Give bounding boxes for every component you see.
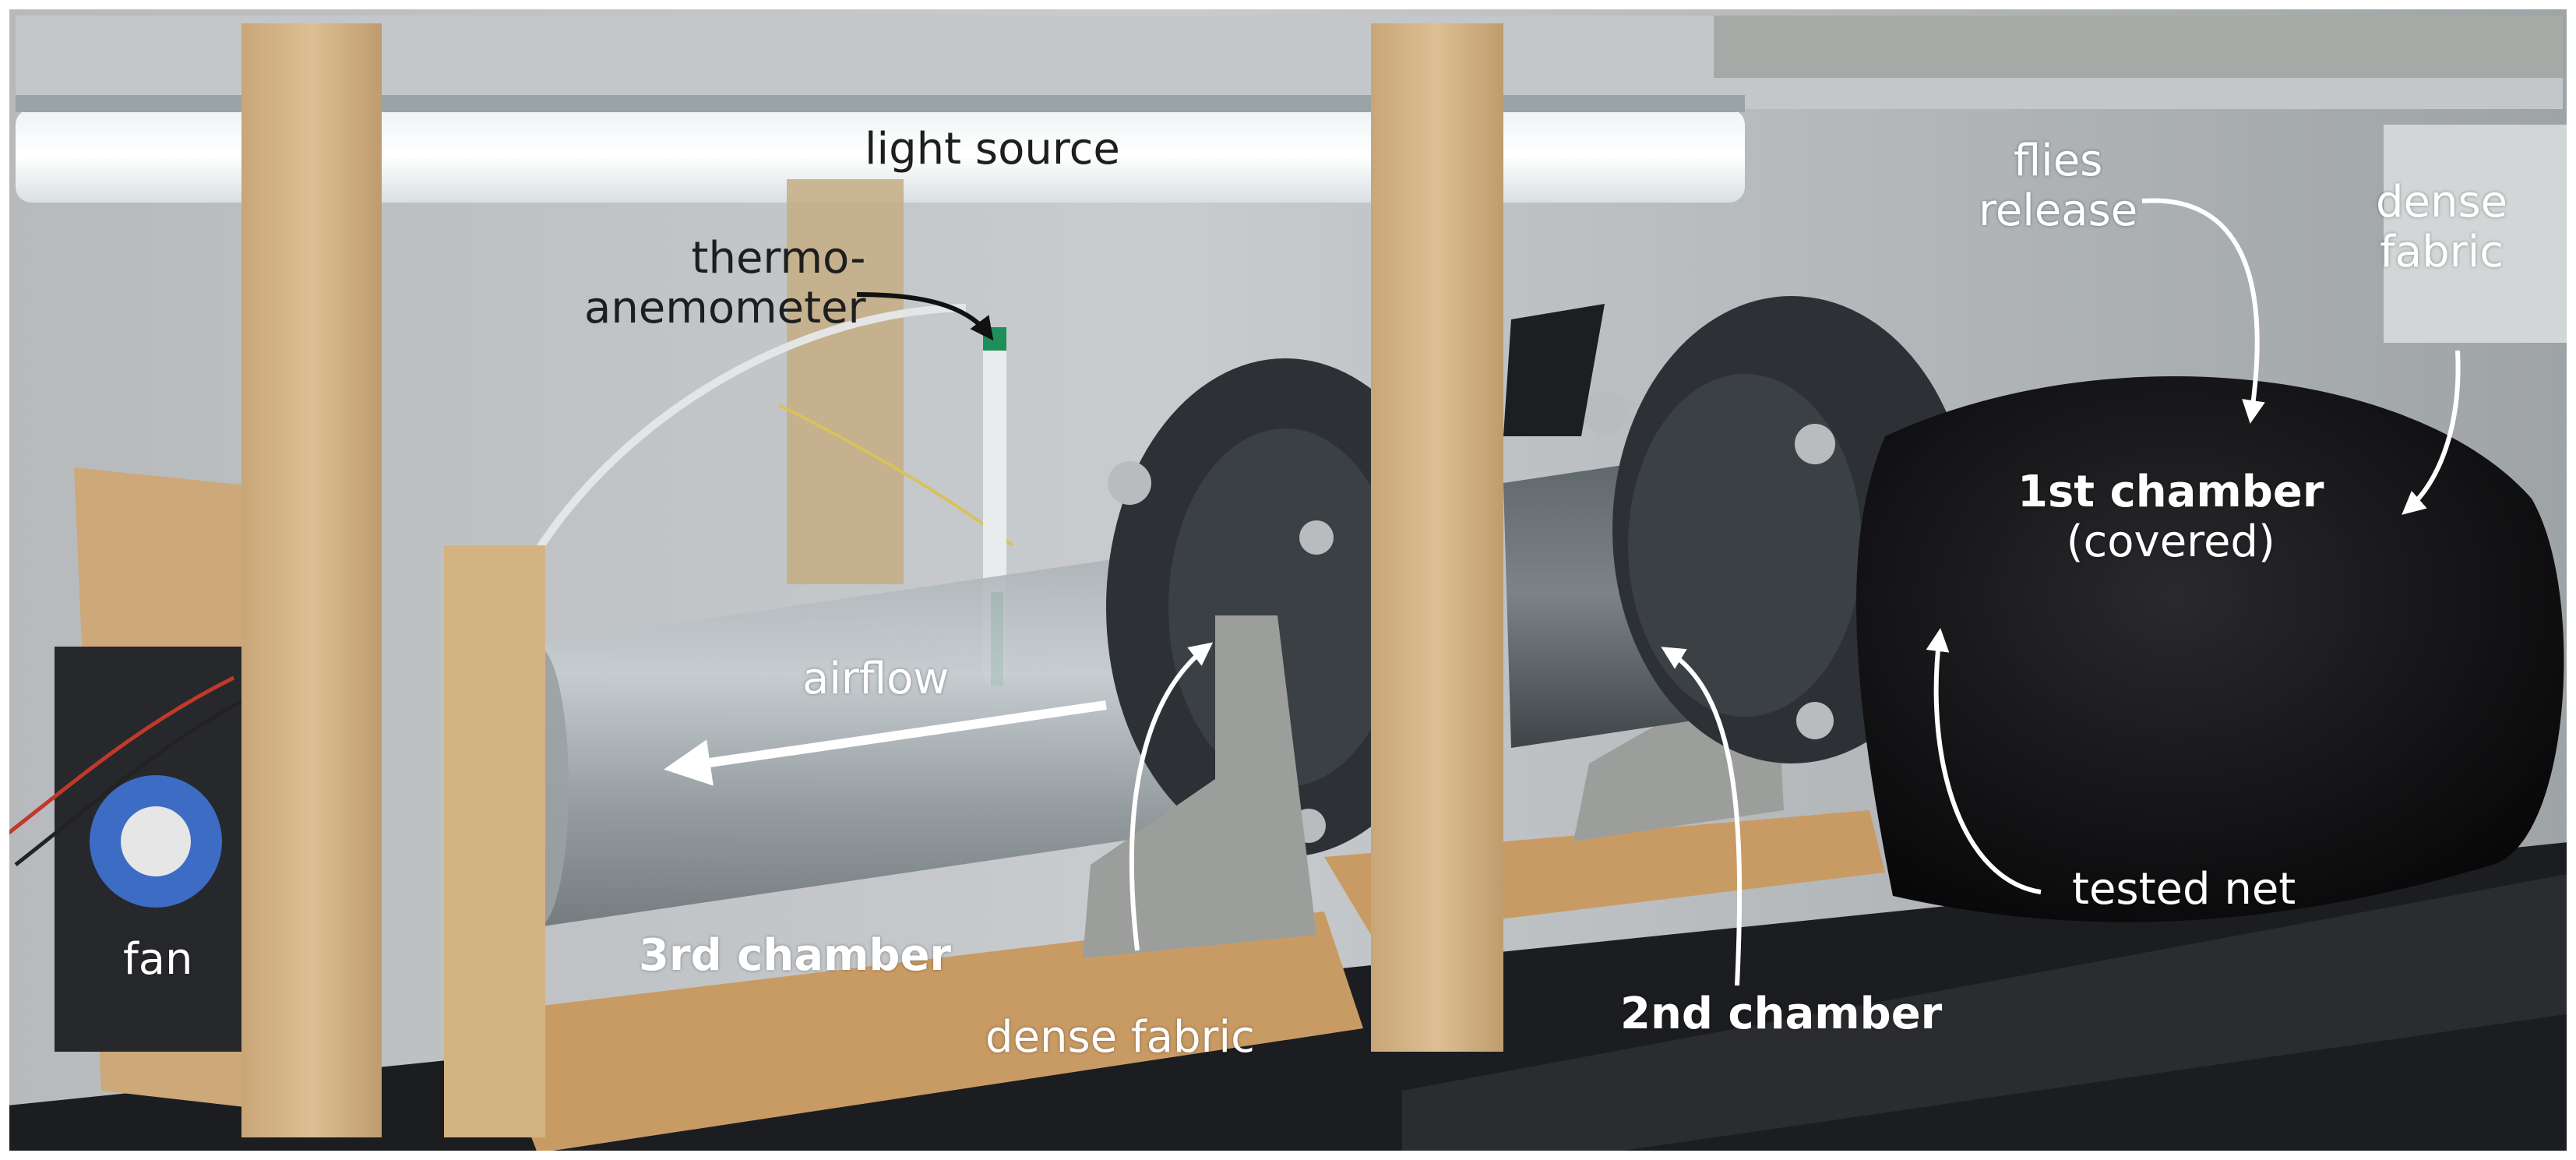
dense-fabric-right-label: dense fabric [2376, 178, 2507, 277]
second-chamber-label: 2nd chamber [1620, 989, 1943, 1039]
flies-line1: flies [2013, 136, 2103, 186]
flies-line2: release [1979, 185, 2138, 236]
dense-fabric-right-line2: fabric [2380, 227, 2504, 277]
flies-release-label: flies release [1979, 136, 2137, 236]
dense-fabric-bottom-arrow [1129, 642, 1214, 951]
light-source-label: light source [865, 124, 1120, 175]
support-bracket-3 [1083, 615, 1316, 958]
left-post [241, 23, 382, 1137]
tested-net-label: tested net [2072, 864, 2296, 915]
third-chamber-board [483, 911, 1363, 1153]
thermo-anemometer-label: thermo- anemometer [584, 234, 866, 333]
fan-label: fan [123, 934, 193, 985]
dense-fabric-right-line1: dense [2376, 177, 2508, 227]
right-window [2384, 125, 2576, 343]
airflow-arrow [664, 700, 1107, 786]
thermo-arrow [856, 292, 994, 341]
second-chamber-arrow [1661, 647, 1743, 986]
dense-fabric-right-arrow [2402, 350, 2461, 515]
center-post [1371, 23, 1503, 1052]
thermo-line2: anemometer [584, 283, 866, 333]
airflow-label: airflow [802, 654, 950, 704]
light-tube [16, 109, 1745, 203]
anemometer-cable [510, 304, 967, 594]
thermo-line1: thermo- [691, 233, 866, 284]
tested-net-arrow [1926, 628, 2042, 894]
left-front-plank [444, 545, 545, 1137]
first-chamber-note: (covered) [2066, 517, 2275, 567]
dense-fabric-bottom-label: dense fabric [985, 1012, 1255, 1063]
flies-release-arrow [2141, 198, 2265, 424]
third-chamber-label: 3rd chamber [639, 930, 952, 981]
background-post [787, 179, 904, 584]
first-chamber-cover [1855, 376, 2564, 922]
first-chamber-title: 1st chamber [2017, 467, 2324, 517]
first-chamber-label: 1st chamber (covered) [2017, 467, 2324, 567]
